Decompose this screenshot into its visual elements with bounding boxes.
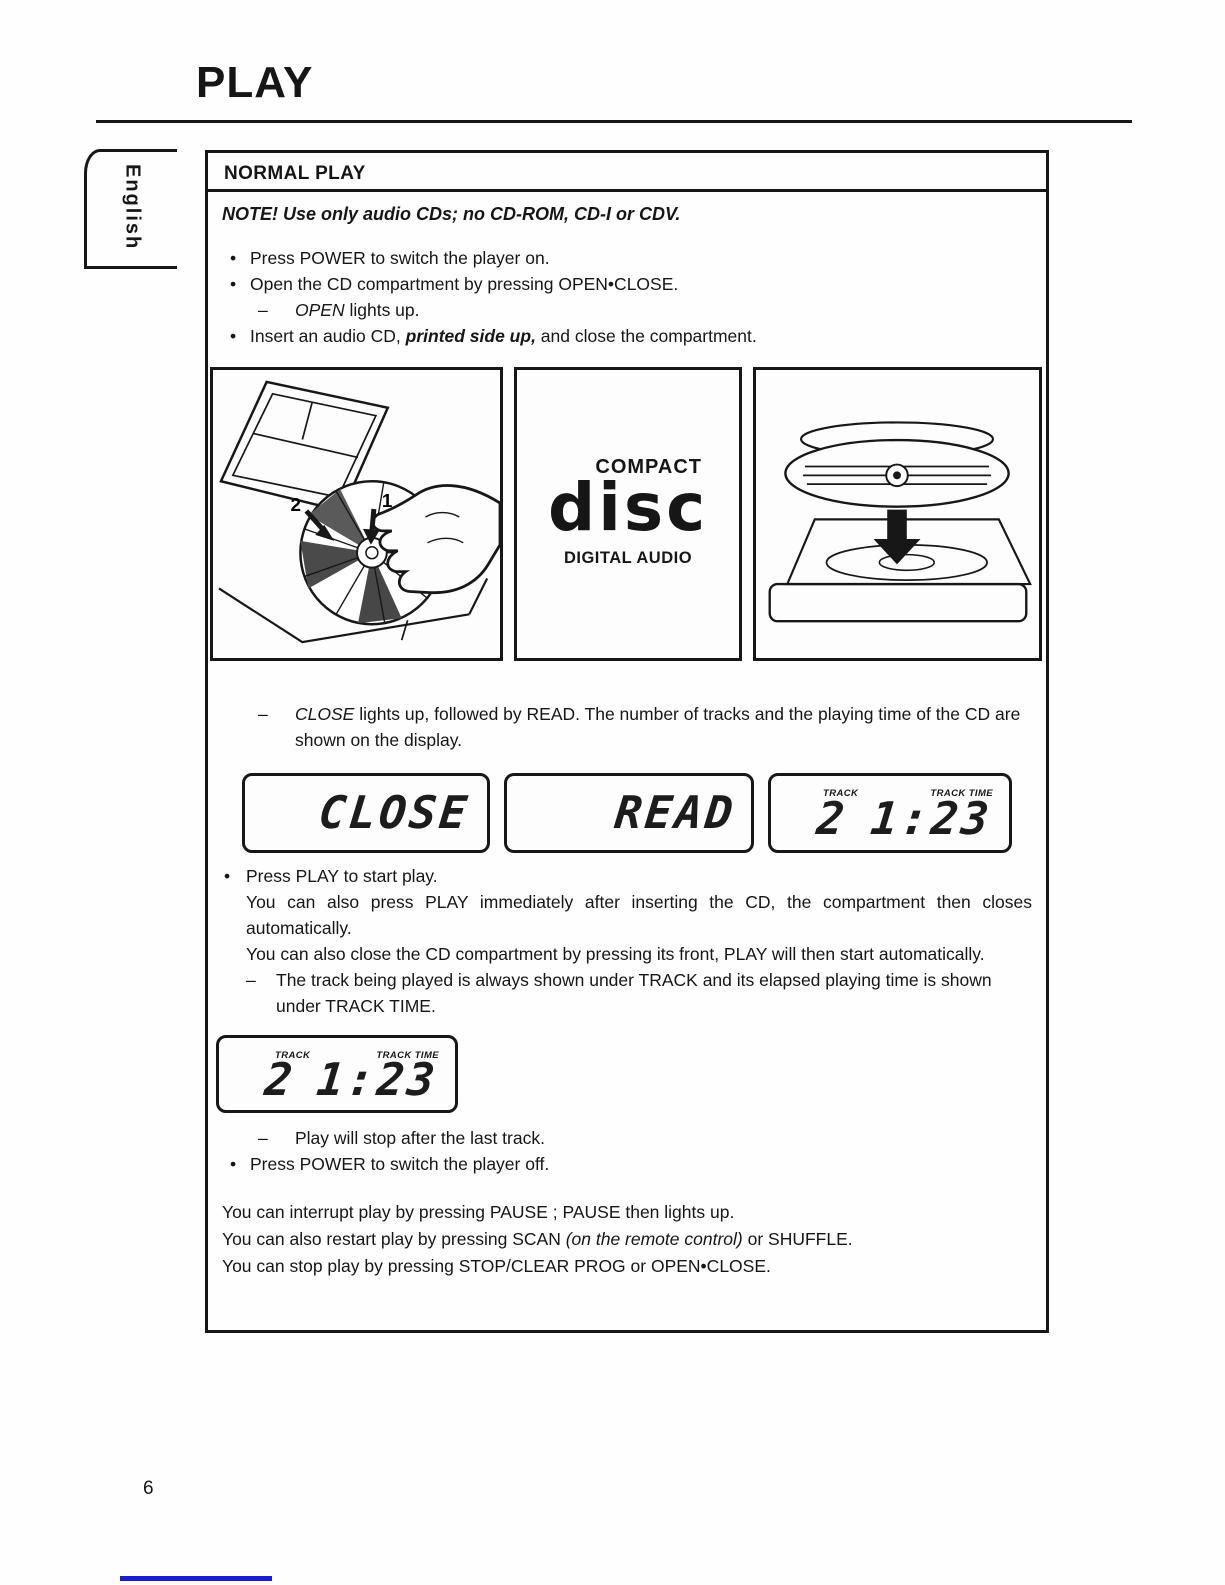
lcd-read-text: READ: [611, 785, 738, 839]
sub-item-rest: lights up.: [344, 299, 420, 320]
track-label: TRACK: [275, 1049, 311, 1061]
bullet-item-insert: • Insert an audio CD, printed side up, a…: [222, 323, 1032, 349]
note-line: NOTE! Use only audio CDs; no CD-ROM, CD-…: [222, 203, 681, 224]
insert-step-1-label: 1: [382, 490, 393, 511]
title-rule: [96, 120, 1132, 123]
scan-post: or SHUFFLE.: [742, 1228, 853, 1249]
track-time-value: 1:23: [867, 791, 994, 845]
track-value: 2: [814, 791, 850, 845]
dash-marker: –: [258, 1127, 268, 1148]
scan-pre: You can also restart play by pressing SC…: [222, 1228, 566, 1249]
close-rest: lights up, followed by READ. The number …: [295, 703, 1021, 750]
close-read-text: CLOSE lights up, followed by READ. The n…: [295, 701, 1032, 753]
dash-marker: –: [258, 703, 268, 724]
bullet-item-press-play: • Press PLAY to start play.: [222, 863, 1032, 889]
track-display-note-text: The track being played is always shown u…: [276, 969, 992, 1016]
cd-insert-illustration: 2 1: [210, 366, 503, 661]
bullet-text: Press POWER to switch the player on.: [250, 247, 550, 268]
logo-disc-text: disc: [548, 468, 709, 546]
logo-digital-audio-text: DIGITAL AUDIO: [563, 548, 693, 567]
scan-remote: (on the remote control): [565, 1228, 743, 1249]
figure-row: 2 1 COMPACT disc DIGITAL AUDIO: [210, 366, 1042, 661]
sub-item-text: OPEN lights up.: [295, 297, 1032, 323]
track-display-note: – The track being played is always shown…: [222, 967, 1032, 1019]
logo-compact-text: COMPACT: [595, 455, 702, 478]
bullet-item-open: • Open the CD compartment by pressing OP…: [222, 271, 1032, 297]
language-tab: English: [84, 149, 177, 269]
press-play-front-text: You can also close the CD compartment by…: [246, 943, 985, 964]
bullet-marker: •: [224, 865, 231, 886]
press-play-text: Press PLAY to start play.: [246, 865, 438, 886]
insert-post: and close the compartment.: [535, 325, 757, 346]
scan-bottom-mark: [120, 1576, 272, 1581]
lcd-display-track-time: TRACK TRACK TIME 2 1:23: [768, 772, 1012, 853]
track-time-label: TRACK TIME: [376, 1049, 439, 1061]
track-time-value: 1:23: [313, 1052, 440, 1106]
display-row: CLOSE READ TRACK TRACK TIME 2 1:23: [222, 772, 1032, 853]
compact-disc-logo-figure: COMPACT disc DIGITAL AUDIO: [514, 366, 742, 661]
stop-power-block: – Play will stop after the last track. •…: [222, 1125, 1032, 1177]
play-stop-note: – Play will stop after the last track.: [222, 1125, 1032, 1151]
insert-pre: Insert an audio CD,: [250, 325, 406, 346]
insert-emphasis: printed side up,: [405, 325, 536, 346]
bullet-list: • Press POWER to switch the player on. •…: [222, 245, 1032, 349]
page-title: PLAY: [196, 58, 314, 107]
section-heading-rule: [208, 189, 1046, 192]
dash-marker: –: [246, 969, 256, 990]
track-time-label: TRACK TIME: [930, 787, 993, 799]
power-off-text: Press POWER to switch the player off.: [250, 1153, 550, 1174]
close-word: CLOSE: [295, 703, 355, 724]
cd-tray-illustration: [753, 366, 1042, 661]
play-stop-text: Play will stop after the last track.: [295, 1127, 545, 1148]
lcd-close-text: CLOSE: [315, 785, 472, 839]
bullet-text: Insert an audio CD, printed side up, and…: [250, 323, 1032, 349]
bullet-item-power-on: • Press POWER to switch the player on.: [222, 245, 1032, 271]
bullet-marker: •: [230, 273, 237, 294]
track-value: 2: [262, 1052, 298, 1106]
insert-step-2-label: 2: [290, 494, 301, 515]
page-number: 6: [143, 1478, 154, 1499]
bullet-marker: •: [230, 1153, 237, 1174]
additional-notes: You can interrupt play by pressing PAUSE…: [222, 1199, 1032, 1280]
normal-play-section: NORMAL PLAY NOTE! Use only audio CDs; no…: [205, 150, 1049, 1333]
scan-note: You can also restart play by pressing SC…: [222, 1226, 1032, 1253]
compact-disc-logo: COMPACT disc DIGITAL AUDIO: [548, 457, 708, 571]
lcd-display-track-time-standalone: TRACK TRACK TIME 2 1:23: [216, 1034, 458, 1113]
lcd-display-close: CLOSE: [242, 772, 490, 853]
pause-note: You can interrupt play by pressing PAUSE…: [222, 1201, 735, 1222]
bullet-item-power-off: • Press POWER to switch the player off.: [222, 1151, 1032, 1177]
bullet-text: Open the CD compartment by pressing OPEN…: [250, 273, 679, 294]
section-heading: NORMAL PLAY: [224, 163, 366, 184]
dash-marker: –: [258, 299, 268, 320]
language-tab-label: English: [121, 164, 144, 251]
bullet-marker: •: [230, 325, 237, 346]
lcd-display-read: READ: [504, 772, 754, 853]
cd-insert-drawing: 2 1: [218, 379, 500, 643]
open-word: OPEN: [295, 299, 345, 320]
bullet-marker: •: [230, 247, 237, 268]
stop-note: You can stop play by pressing STOP/CLEAR…: [222, 1255, 771, 1276]
close-read-note: – CLOSE lights up, followed by READ. The…: [222, 701, 1032, 753]
press-play-auto-text: You can also press PLAY immediately afte…: [246, 891, 1032, 938]
track-label: TRACK: [823, 787, 859, 799]
press-play-block: • Press PLAY to start play. You can also…: [222, 863, 1032, 1019]
sub-item-open-lights: – OPEN lights up.: [222, 297, 1032, 323]
cd-tray-drawing: [768, 420, 1032, 622]
